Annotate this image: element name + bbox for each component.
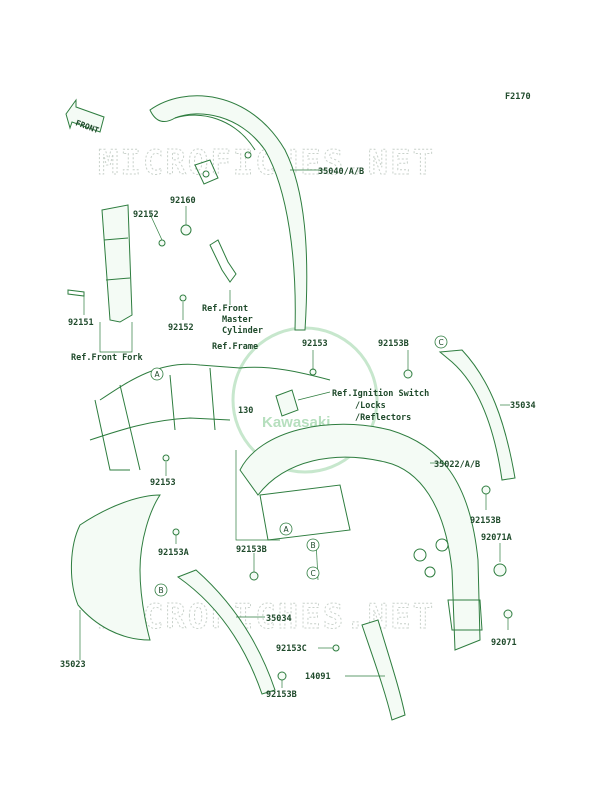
front-fork (101, 204, 133, 323)
label-92153-top: 92153 (302, 339, 328, 349)
bracket-130 (275, 389, 299, 417)
label-92153C: 92153C (276, 644, 307, 654)
label-14091: 14091 (305, 672, 331, 682)
nut-92153A (172, 528, 180, 536)
label-ref-front-fork: Ref.Front Fork (71, 353, 143, 363)
label-92153B-bottom: 92153B (266, 690, 297, 700)
nut-92153B-r (481, 485, 491, 495)
callout-B1: B (306, 538, 320, 552)
label-92152-b: 92152 (168, 323, 194, 333)
svg-text:A: A (155, 370, 161, 379)
label-ref-ign-2: /Locks (355, 401, 386, 411)
label-92153A: 92153A (158, 548, 189, 558)
inner-fender (71, 494, 161, 641)
label-92160: 92160 (170, 196, 196, 206)
nut-92153B-top (403, 369, 413, 379)
label-35023: 35023 (60, 660, 86, 670)
callout-C1: C (434, 335, 448, 349)
svg-text:A: A (284, 525, 290, 534)
washer-92152-b (179, 294, 187, 302)
callout-A1: A (150, 367, 164, 381)
label-35040: 35040/A/B (318, 167, 364, 177)
side-rail-lower (176, 569, 276, 695)
front-fender-upper (149, 95, 308, 331)
svg-text:C: C (311, 569, 316, 578)
front-arrow-icon: FRONT (65, 98, 105, 135)
frame (89, 363, 331, 471)
cover-14091 (361, 619, 406, 721)
nut-92153B-bot (277, 671, 287, 681)
callout-A2: A (279, 522, 293, 536)
label-ref-master-3: Cylinder (222, 325, 263, 336)
label-92071A: 92071A (481, 533, 512, 543)
label-35022: 35022/A/B (434, 460, 480, 470)
nut-92153C (332, 644, 340, 652)
label-35034-a: 35034 (510, 401, 536, 411)
washer-92152 (158, 239, 166, 247)
label-ref-ign-3: /Reflectors (355, 413, 411, 423)
label-92152-a: 92152 (133, 210, 159, 220)
label-92153B-mid: 92153B (236, 545, 267, 555)
label-92153B-right: 92153B (470, 516, 501, 526)
rear-fender (239, 423, 483, 651)
hose-clip (209, 239, 237, 283)
label-92153B-top: 92153B (378, 339, 409, 349)
label-130: 130 (238, 406, 253, 416)
svg-text:B: B (159, 586, 164, 595)
bolt-92151 (67, 289, 85, 297)
label-35034-b: 35034 (266, 614, 292, 624)
label-ref-frame: Ref.Frame (212, 342, 258, 352)
grommet-92071A (493, 563, 507, 577)
label-ref-ign-1: Ref.Ignition Switch (332, 388, 429, 399)
svg-text:B: B (311, 541, 316, 550)
callout-B2: B (154, 583, 168, 597)
svg-text:C: C (439, 338, 444, 347)
bolt-92153-left (162, 454, 170, 462)
nut-92153B-mid (249, 571, 259, 581)
label-ref-master-2: Master (222, 315, 253, 325)
grommet-92071 (503, 609, 513, 619)
label-ref-master-1: Ref.Front (202, 304, 248, 314)
side-rail-upper (438, 349, 516, 481)
label-92151: 92151 (68, 318, 94, 328)
diagram-code: F2170 (505, 92, 531, 102)
collar-92160 (180, 224, 192, 236)
label-92071: 92071 (491, 638, 517, 648)
callout-C2: C (306, 566, 320, 580)
label-92153-left: 92153 (150, 478, 176, 488)
